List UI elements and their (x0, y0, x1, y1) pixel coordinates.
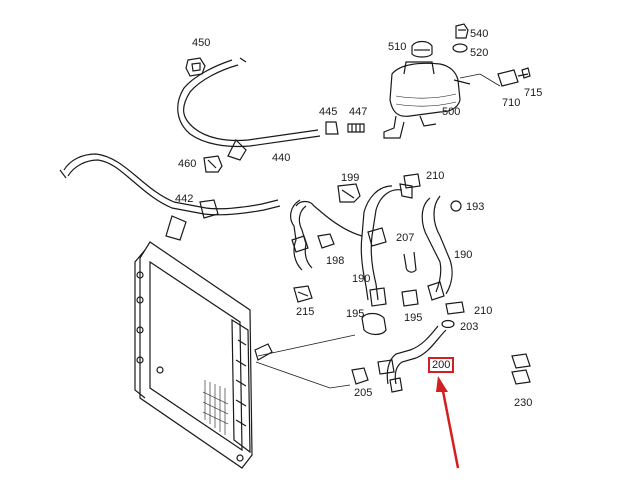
label-190-right: 190 (454, 249, 473, 261)
part-198 (317, 233, 335, 249)
part-195-right (401, 289, 419, 307)
hose-190-center (360, 183, 413, 307)
label-203: 203 (460, 321, 479, 333)
part-447 (347, 123, 365, 133)
label-195-right: 195 (404, 312, 423, 324)
expansion-tank-500 (383, 61, 471, 139)
label-500: 500 (442, 106, 461, 118)
label-210-upper: 210 (426, 170, 445, 182)
label-207: 207 (396, 232, 415, 244)
label-460: 460 (178, 158, 197, 170)
label-198: 198 (326, 255, 345, 267)
part-210-lower (445, 301, 465, 315)
clamp-205 (351, 367, 369, 385)
hose-200 (377, 325, 447, 393)
part-207 (403, 251, 417, 273)
highlight-arrow (436, 376, 460, 469)
label-447: 447 (349, 106, 368, 118)
label-445: 445 (319, 106, 338, 118)
part-520 (452, 43, 468, 53)
part-445 (325, 121, 339, 135)
label-190-center: 190 (352, 273, 371, 285)
part-715 (521, 67, 531, 79)
label-540: 540 (470, 28, 489, 40)
label-200-highlighted: 200 (428, 357, 455, 373)
label-205: 205 (354, 387, 373, 399)
label-442: 442 (175, 193, 194, 205)
hose-190-right (421, 195, 453, 301)
part-450-clamp (185, 57, 206, 77)
label-199: 199 (341, 172, 360, 184)
label-230: 230 (514, 397, 533, 409)
part-210-upper (403, 173, 421, 189)
clamp-230 (511, 353, 531, 385)
label-450: 450 (192, 37, 211, 49)
part-199 (337, 183, 361, 203)
label-195-upper: 195 (346, 308, 365, 320)
hose-440 (177, 57, 321, 161)
label-193: 193 (466, 201, 485, 213)
part-540 (455, 23, 469, 39)
cap-510 (411, 40, 433, 58)
label-210-lower: 210 (474, 305, 493, 317)
part-195-upper (361, 312, 387, 336)
part-460-clamp (203, 155, 223, 173)
label-215: 215 (296, 306, 315, 318)
part-215 (293, 285, 313, 303)
label-520: 520 (470, 47, 489, 59)
hose-left-assembly (290, 199, 363, 271)
hose-442 (59, 153, 281, 241)
label-710: 710 (502, 97, 521, 109)
part-193 (450, 200, 462, 212)
radiator (134, 241, 273, 469)
part-203 (441, 319, 455, 329)
sensor-710 (459, 69, 529, 87)
label-510: 510 (388, 41, 407, 53)
label-715: 715 (524, 87, 543, 99)
label-440: 440 (272, 152, 291, 164)
